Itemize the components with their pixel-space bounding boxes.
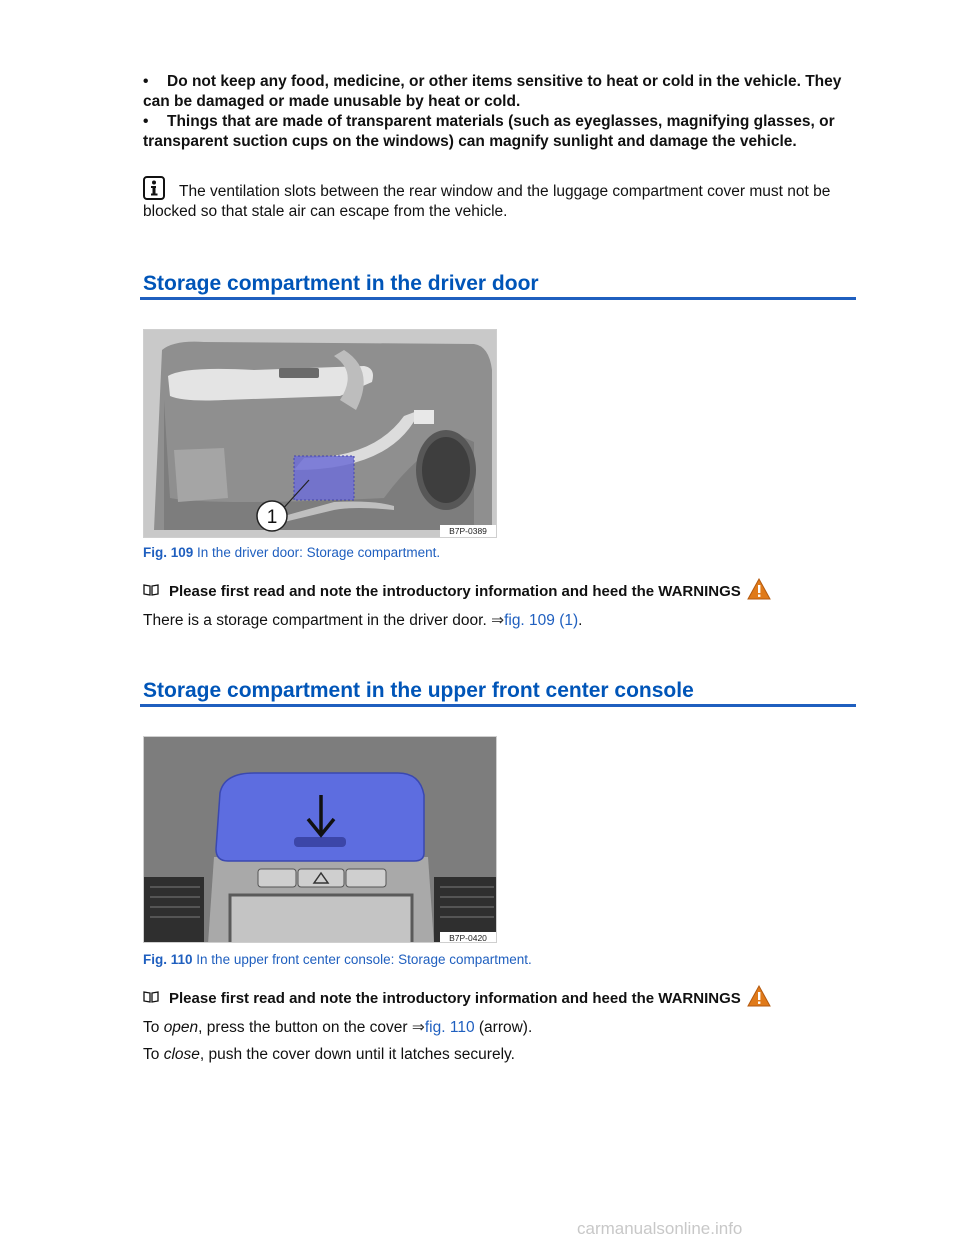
bullet-item: •Do not keep any food, medicine, or othe… [143,72,843,112]
watermark: carmanualsonline.info [577,1219,743,1238]
bullet-text: Things that are made of transparent mate… [143,113,835,150]
caption-text: In the driver door: Storage compartment. [197,545,441,560]
warning-icon[interactable] [746,984,771,1013]
warning-icon[interactable] [746,577,771,606]
info-icon [143,176,165,200]
section-heading: Storage compartment in the driver door [143,272,539,295]
open-mid: , press the button on the cover [198,1019,408,1036]
bullet-dot: • [143,113,149,130]
figure-callout-1: 1 [267,507,278,528]
center-console-illustration: B7P-0420 [144,737,496,943]
figure-caption: Fig. 110 In the upper front center conso… [143,952,532,967]
figure-center-console: B7P-0420 [143,736,497,943]
section-heading: Storage compartment in the upper front c… [143,679,694,702]
ref-arrow: ⇒ [411,1019,425,1036]
figure-driver-door: 1 B7P-0389 [143,329,497,538]
read-first-line: Please first read and note the introduct… [143,984,863,1013]
figure-link[interactable]: fig. 110 [424,1019,475,1036]
open-instruction: To open, press the button on the cover ⇒… [143,1018,532,1038]
figure-code: B7P-0389 [449,526,487,536]
read-first-text: Please first read and note the introduct… [169,990,741,1007]
caption-label: Fig. 110 [143,952,193,967]
close-end: , push the cover down until it latches s… [199,1046,515,1063]
body-text: There is a storage compartment in the dr… [143,612,487,629]
open-pre: To [143,1019,160,1036]
bullet-text: Do not keep any food, medicine, or other… [143,73,842,110]
heading-rule [140,704,856,707]
close-instruction: To close, push the cover down until it l… [143,1045,515,1065]
body-end: . [578,612,583,629]
figure-code: B7P-0420 [449,933,487,943]
read-first-line: Please first read and note the introduct… [143,577,863,606]
note-text: The ventilation slots between the rear w… [143,183,831,220]
book-icon [143,989,169,1009]
info-note: The ventilation slots between the rear w… [143,176,863,222]
figure-link[interactable]: fig. 109 (1) [504,612,579,629]
figure-caption: Fig. 109 In the driver door: Storage com… [143,545,440,560]
close-word: close [163,1046,200,1063]
bullet-dot: • [143,73,149,90]
book-icon [143,582,169,602]
open-end: (arrow). [478,1019,533,1036]
bullet-item: •Things that are made of transparent mat… [143,112,843,152]
caption-label: Fig. 109 [143,545,194,560]
ref-arrow: ⇒ [491,612,505,629]
open-word: open [163,1019,199,1036]
caption-text: In the upper front center console: Stora… [196,952,532,967]
read-first-text: Please first read and note the introduct… [169,583,741,600]
driver-door-illustration: 1 B7P-0389 [144,330,496,537]
heading-rule [140,297,856,300]
close-pre: To [143,1046,160,1063]
body-paragraph: There is a storage compartment in the dr… [143,611,582,631]
